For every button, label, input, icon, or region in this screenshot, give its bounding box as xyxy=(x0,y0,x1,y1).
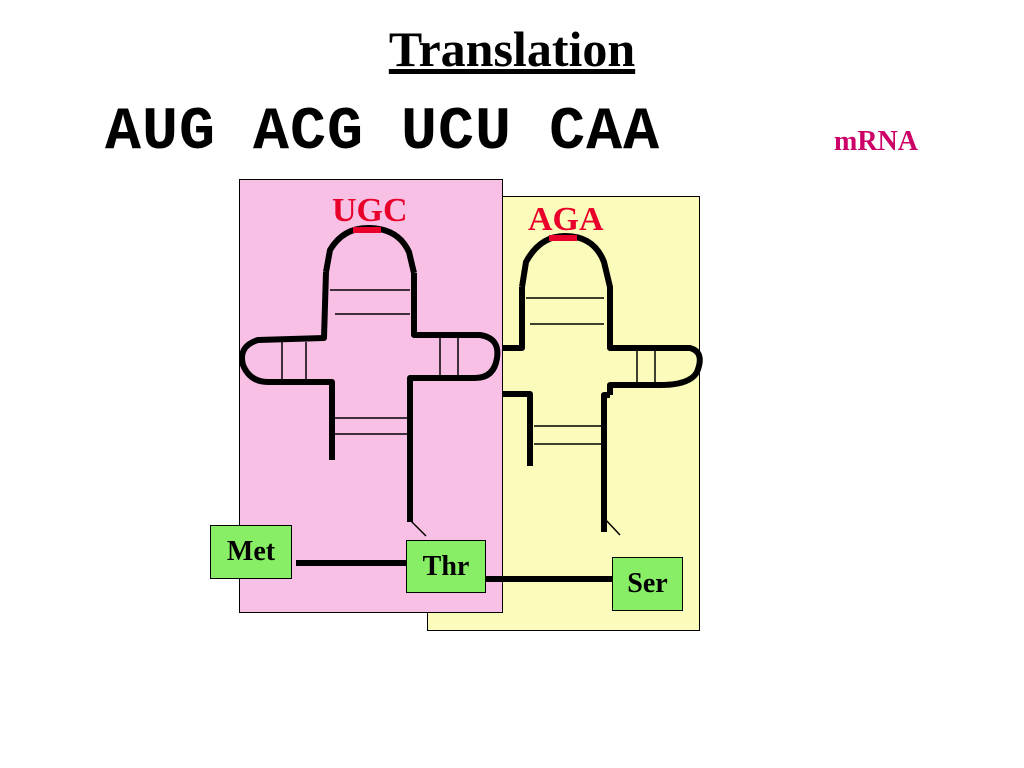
mrna-label: mRNA xyxy=(834,126,918,157)
amino-acid-ser: Ser xyxy=(612,557,683,611)
peptide-bond-thr-ser xyxy=(486,576,612,582)
peptide-bond-met-thr xyxy=(296,560,406,566)
anticodon-second: AGA xyxy=(528,201,604,238)
trna-second-backbone xyxy=(503,233,703,532)
anticodon-first: UGC xyxy=(332,192,408,229)
amino-acid-thr: Thr xyxy=(406,540,486,593)
trna-first-backbone xyxy=(239,225,501,522)
trna-second-base-pairs xyxy=(526,297,656,536)
mrna-codons: AUG ACG UCU CAA xyxy=(105,99,661,167)
page-title: Translation xyxy=(388,21,636,77)
trna-first-base-pairs xyxy=(281,289,459,537)
amino-acid-met: Met xyxy=(210,525,292,579)
